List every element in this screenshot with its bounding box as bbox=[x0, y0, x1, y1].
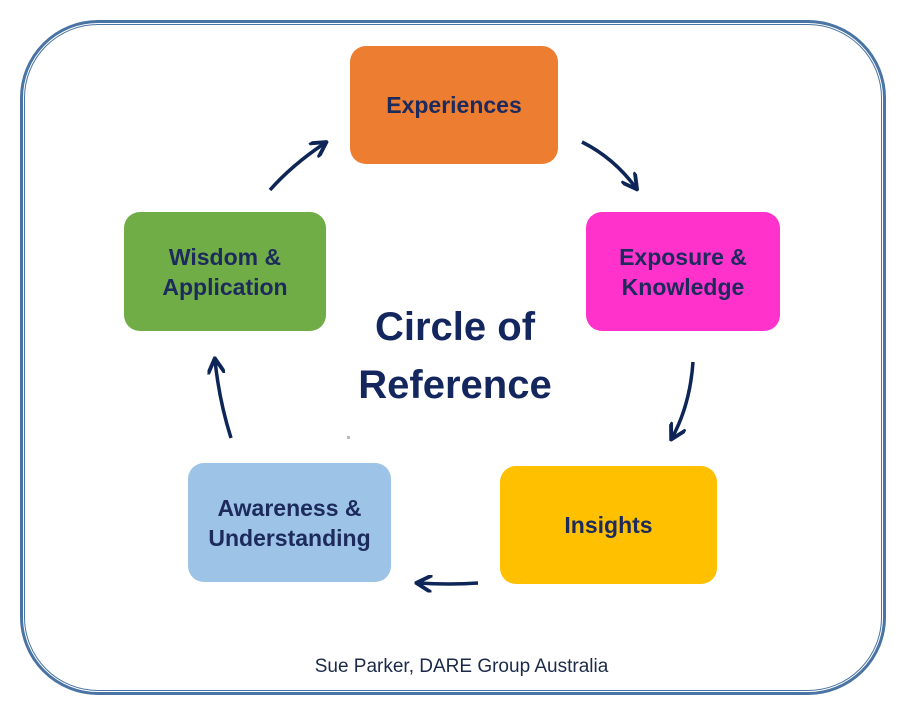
credit-text: Sue Parker, DARE Group Australia bbox=[314, 656, 609, 677]
arrow-experiences-to-exposure bbox=[581, 140, 636, 188]
node-label: Understanding bbox=[208, 524, 371, 551]
node-label: Awareness & bbox=[217, 494, 362, 521]
arrow-wisdom-to-experiences bbox=[268, 143, 325, 192]
diagram-title: Circle of Reference bbox=[330, 298, 580, 414]
node-experiences: Experiences bbox=[350, 46, 558, 164]
node-insights: Insights bbox=[500, 466, 717, 584]
arrow-insights-to-awareness bbox=[418, 583, 479, 584]
title-line: Reference bbox=[358, 363, 552, 407]
stray-dot bbox=[347, 436, 350, 439]
arrow-exposure-to-insights bbox=[672, 361, 695, 438]
node-awareness-understanding: Awareness & Understanding bbox=[188, 463, 391, 582]
title-line: Circle of bbox=[374, 305, 536, 349]
inner-frame bbox=[24, 24, 882, 691]
outer-frame bbox=[20, 20, 886, 695]
node-wisdom-application: Wisdom & Application bbox=[124, 212, 326, 331]
node-label: Insights bbox=[564, 512, 653, 538]
node-label: Experiences bbox=[386, 92, 522, 118]
node-label: Wisdom & bbox=[168, 243, 282, 270]
arrow-awareness-to-wisdom bbox=[215, 360, 233, 439]
node-label: Exposure & bbox=[619, 243, 747, 270]
node-exposure-knowledge: Exposure & Knowledge bbox=[586, 212, 780, 331]
node-label: Knowledge bbox=[621, 273, 745, 300]
node-label: Application bbox=[162, 273, 288, 300]
